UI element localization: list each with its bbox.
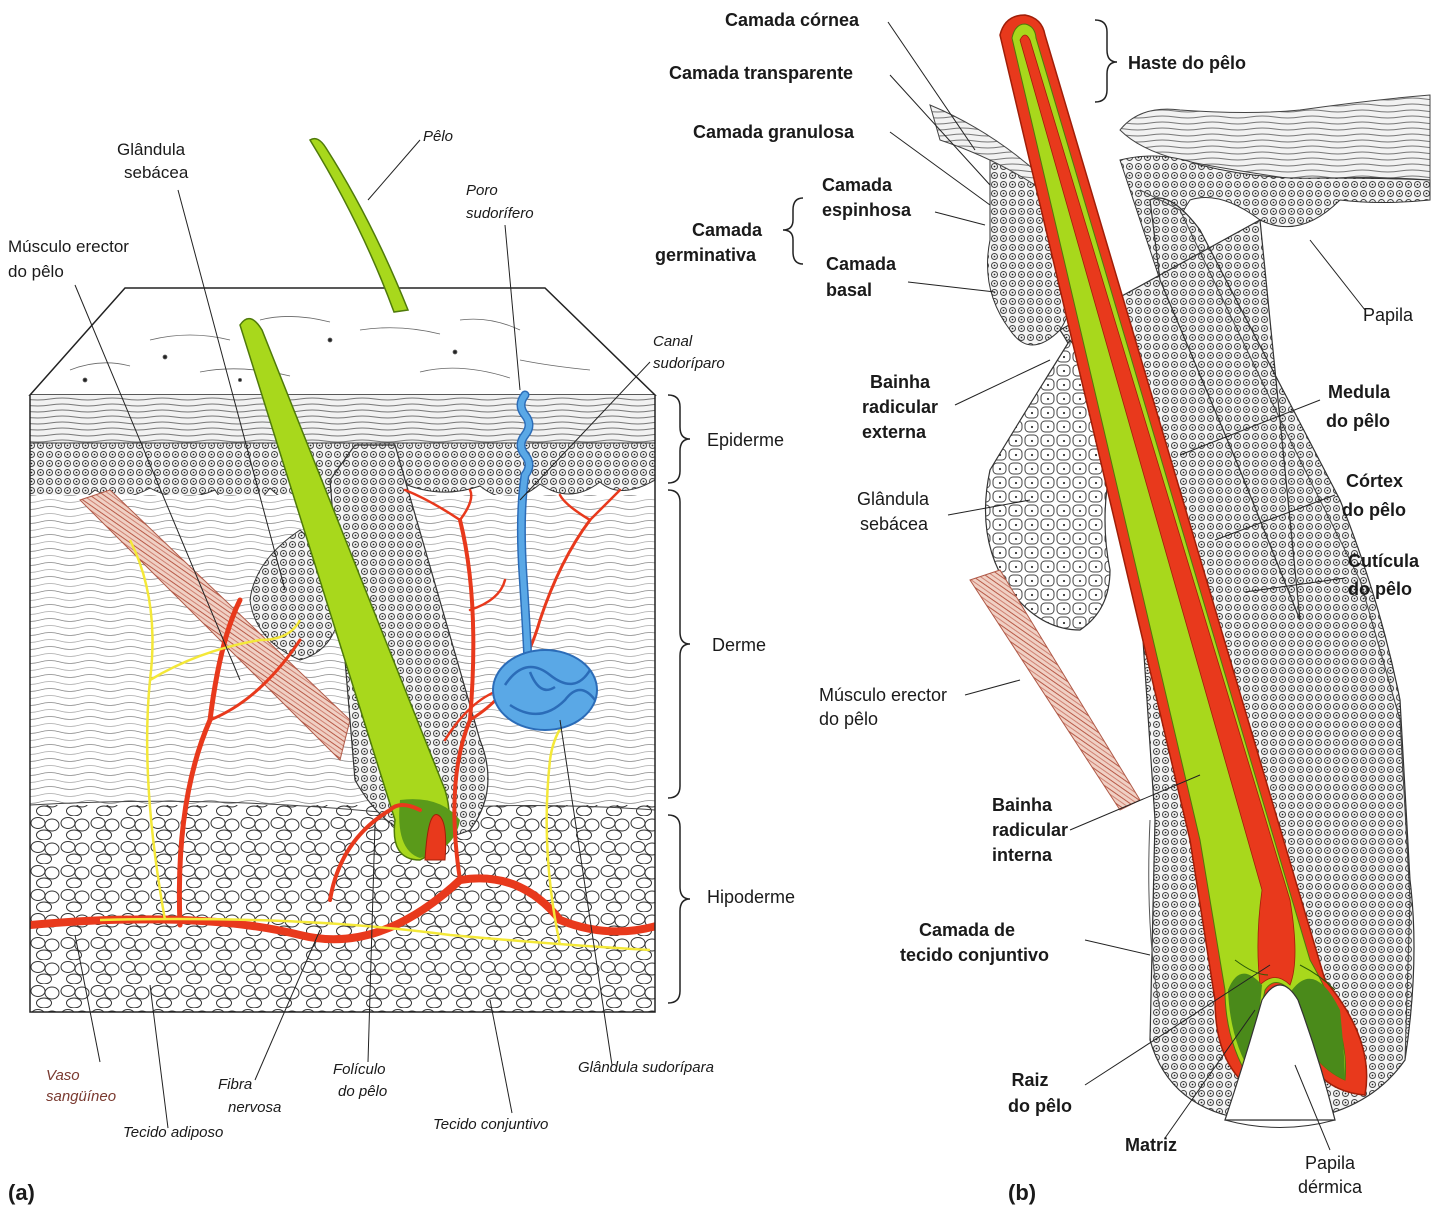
label-tecido-conjuntivo: Tecido conjuntivo (433, 1116, 548, 1133)
label-fibra-1: Fibra (218, 1076, 252, 1093)
label-foliculo-1: Folículo (333, 1061, 386, 1078)
label-tecido-adiposo: Tecido adiposo (123, 1124, 223, 1141)
label-raiz-1: Raiz (1000, 1070, 1060, 1091)
label-papila-dermica-1: Papila (1290, 1153, 1370, 1174)
label-cortex-1: Córtex (1346, 471, 1403, 492)
label-glandula-sebacea-a-1: Glândula (117, 140, 185, 160)
label-musculo-erector-b-1: Músculo erector (819, 685, 947, 706)
label-basal-1: Camada (826, 254, 896, 275)
label-espinhosa-1: Camada (822, 175, 892, 196)
label-bre-3: externa (862, 422, 926, 443)
label-vaso-1: Vaso (46, 1067, 80, 1084)
label-papila-dermica-2: dérmica (1290, 1177, 1370, 1198)
label-germinativa-1: Camada (672, 220, 782, 241)
label-bre-1: Bainha (855, 372, 945, 393)
label-cuticula-1: Cutícula (1348, 551, 1419, 572)
label-camada-transparente: Camada transparente (669, 63, 853, 84)
panel-letter-b: (b) (1008, 1180, 1036, 1205)
label-basal-2: basal (826, 280, 872, 301)
label-haste-do-pelo: Haste do pêlo (1128, 53, 1246, 74)
label-canal-1: Canal (653, 333, 692, 350)
label-foliculo-2: do pêlo (338, 1083, 387, 1100)
label-musculo-erector-a-2: do pêlo (8, 262, 64, 282)
label-bri-1: Bainha (992, 795, 1052, 816)
label-camada-granulosa: Camada granulosa (693, 122, 854, 143)
hypodermis (30, 805, 655, 1015)
label-hipoderme: Hipoderme (707, 887, 795, 908)
label-pelo: Pêlo (423, 128, 453, 145)
label-glandula-sebacea-a-2: sebácea (124, 163, 188, 183)
panel-letter-a: (a) (8, 1180, 35, 1205)
label-bri-2: radicular (992, 820, 1068, 841)
label-bri-3: interna (992, 845, 1052, 866)
label-raiz-2: do pêlo (1008, 1096, 1072, 1117)
hair-emerging-a (310, 139, 408, 312)
label-cuticula-2: do pêlo (1348, 579, 1412, 600)
label-germinativa-2: germinativa (655, 245, 756, 266)
label-musculo-erector-a-1: Músculo erector (8, 237, 129, 257)
label-cortex-2: do pêlo (1342, 500, 1406, 521)
panel-a-skin-block (30, 139, 660, 1015)
label-epiderme: Epiderme (707, 430, 784, 451)
label-poro-1: Poro (466, 182, 498, 199)
label-derme: Derme (712, 635, 766, 656)
label-musculo-erector-b-2: do pêlo (819, 709, 878, 730)
label-glandula-sudoripara: Glândula sudorípara (578, 1059, 714, 1076)
label-medula-2: do pêlo (1326, 411, 1390, 432)
label-vaso-2: sangüíneo (46, 1088, 116, 1105)
label-medula-1: Medula (1328, 382, 1390, 403)
label-camada-cornea: Camada córnea (725, 10, 859, 31)
label-espinhosa-2: espinhosa (822, 200, 911, 221)
label-poro-2: sudorífero (466, 205, 534, 222)
label-matriz: Matriz (1125, 1135, 1177, 1156)
label-glandula-b-1: Glândula (857, 489, 929, 510)
label-papila: Papila (1363, 305, 1413, 326)
label-conj-1: Camada de (892, 920, 1042, 941)
label-fibra-2: nervosa (228, 1099, 281, 1116)
braces-a (668, 395, 690, 1003)
label-conj-2: tecido conjuntivo (900, 945, 1049, 966)
label-bre-2: radicular (862, 397, 938, 418)
skin-surface (30, 288, 655, 395)
sweat-gland-coil-a (493, 650, 597, 730)
label-canal-2: sudoríparo (653, 355, 725, 372)
label-glandula-b-2: sebácea (860, 514, 928, 535)
